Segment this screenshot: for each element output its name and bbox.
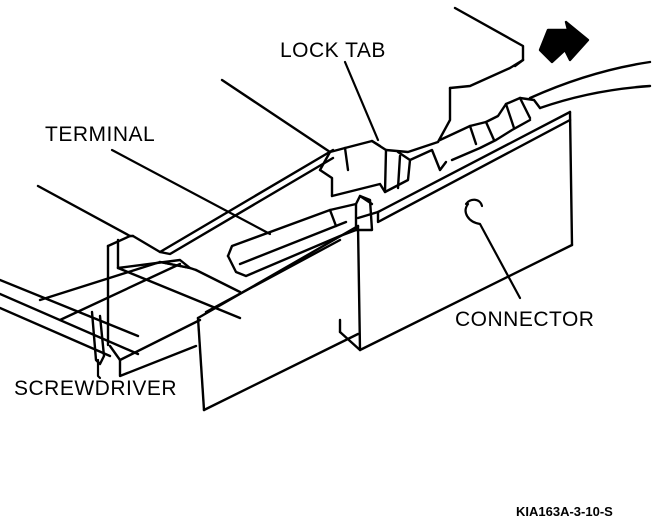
screwdriver-leader [96,358,102,380]
leader-lines [96,60,522,380]
connector-housing [108,110,574,412]
connector-label: CONNECTOR [455,308,595,331]
lock-tab-label: LOCK TAB [280,39,386,62]
lock-tab-body [318,58,525,198]
lock-tab-leader [343,60,380,142]
pull-direction-arrow [538,20,590,64]
terminal-leader [110,148,272,236]
connector-leader [464,202,522,300]
housing-top-rails [36,6,525,347]
figure-code: KIA163A-3-10-S [516,504,613,519]
wire-and-boot [438,60,652,162]
connector-hook [464,198,484,208]
screwdriver [0,260,192,366]
terminal-label: TERMINAL [45,123,156,146]
screwdriver-label: SCREWDRIVER [14,377,178,400]
